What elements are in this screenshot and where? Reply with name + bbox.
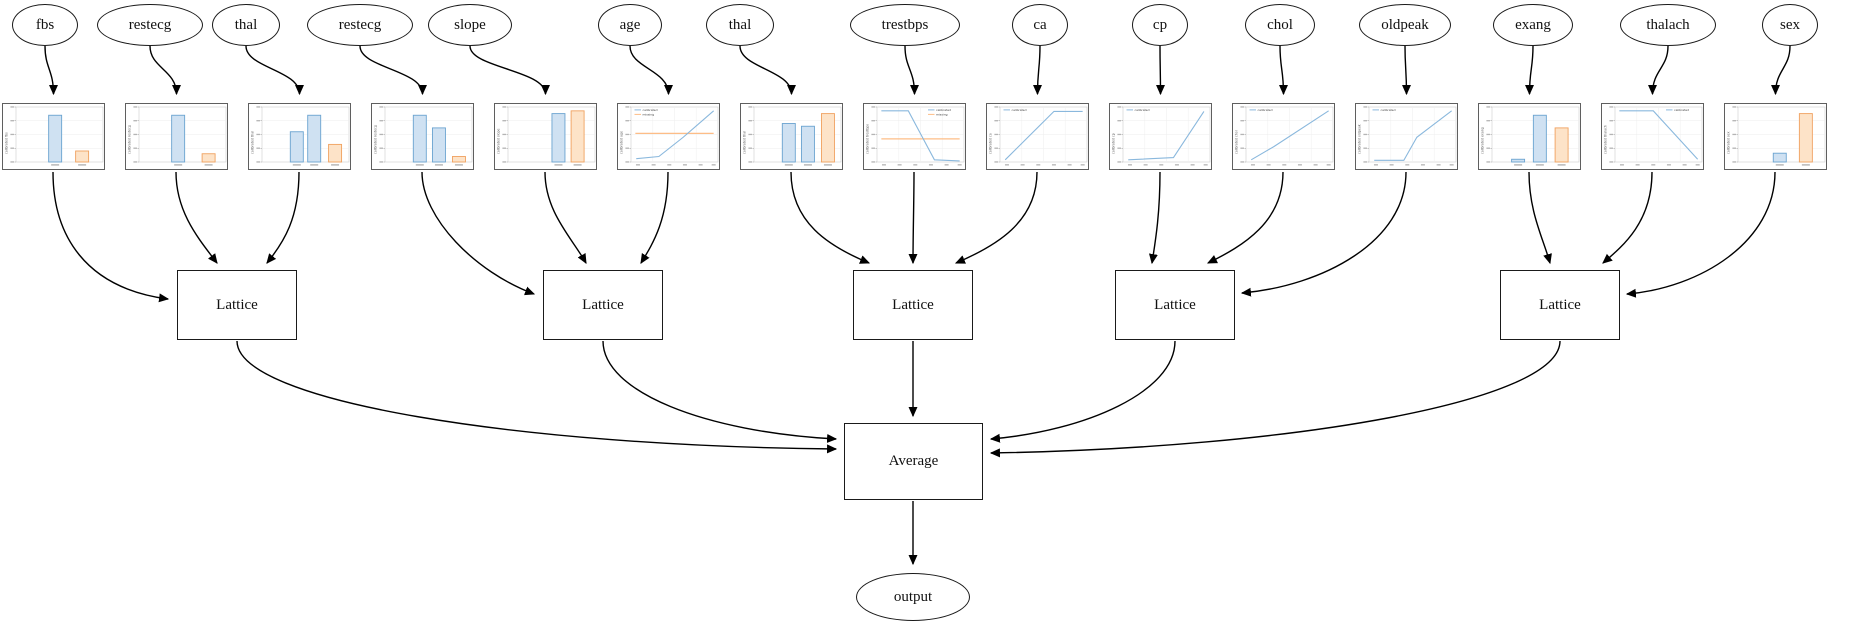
- edge-cp-to-calibrator: [1156, 45, 1165, 96]
- lattice-node-2: Lattice: [543, 270, 663, 340]
- svg-text:calibrated: calibrated: [643, 108, 658, 112]
- edge-chol-to-calibrator: [1279, 45, 1288, 96]
- edge-calibrator-restecg-to-lattice-1: [175, 171, 218, 264]
- feature-node-sex: sex: [1762, 4, 1818, 46]
- edge-lattice-4-to-average: [989, 340, 1176, 443]
- svg-text:calibrated thal: calibrated thal: [251, 131, 255, 154]
- edge-exang-to-calibrator: [1525, 45, 1534, 96]
- calibrator-plot-thalach: calibrated thalach calibrated: [1601, 103, 1704, 170]
- calibrator-plot-exang: calibrated exang: [1478, 103, 1581, 170]
- svg-text:calibrated: calibrated: [1135, 108, 1150, 112]
- edge-calibrator-fbs-to-lattice-1: [52, 171, 170, 303]
- feature-node-thalach: thalach: [1620, 4, 1716, 46]
- edge-calibrator-oldpeak-to-lattice-4: [1240, 171, 1407, 297]
- edge-lattice-2-to-average: [602, 340, 838, 443]
- feature-node-slope: slope: [428, 4, 512, 46]
- svg-text:calibrated chol: calibrated chol: [1235, 130, 1239, 154]
- svg-text:calibrated exang: calibrated exang: [1481, 127, 1485, 154]
- edge-ca-to-calibrator: [1033, 45, 1042, 96]
- feature-node-trestbps: trestbps: [850, 4, 960, 46]
- feature-node-restecg: restecg: [307, 4, 413, 46]
- edge-calibrator-cp-to-lattice-4: [1148, 171, 1161, 265]
- edge-restecg-to-calibrator: [359, 45, 427, 96]
- svg-text:calibrated restecg: calibrated restecg: [128, 125, 132, 154]
- svg-text:calibrated thalach: calibrated thalach: [1604, 125, 1608, 154]
- edge-calibrator-ca-to-lattice-3: [954, 171, 1038, 264]
- edge-calibrator-thal-to-lattice-1: [266, 171, 300, 264]
- edge-calibrator-age-to-lattice-2: [640, 171, 669, 264]
- feature-node-restecg: restecg: [97, 4, 203, 46]
- feature-node-chol: chol: [1245, 4, 1315, 46]
- edge-oldpeak-to-calibrator: [1402, 45, 1411, 96]
- calibrator-plot-slope: calibrated slope: [494, 103, 597, 170]
- edge-calibrator-restecg-to-lattice-2: [421, 171, 536, 296]
- feature-node-cp: cp: [1132, 4, 1188, 46]
- svg-text:calibrated trestbps: calibrated trestbps: [866, 124, 870, 154]
- lattice-node-4: Lattice: [1115, 270, 1235, 340]
- svg-text:calibrated thal: calibrated thal: [743, 131, 747, 154]
- edge-calibrator-exang-to-lattice-5: [1528, 171, 1552, 265]
- feature-node-ca: ca: [1012, 4, 1068, 46]
- calibrator-plot-sex: calibrated sex: [1724, 103, 1827, 170]
- feature-node-fbs: fbs: [12, 4, 78, 46]
- edge-restecg-to-calibrator: [149, 45, 181, 96]
- calibrator-plot-cp: calibrated cp calibrated: [1109, 103, 1212, 170]
- lattice-node-3: Lattice: [853, 270, 973, 340]
- svg-text:calibrated: calibrated: [1674, 108, 1689, 112]
- lattice-node-5: Lattice: [1500, 270, 1620, 340]
- lattice-node-1: Lattice: [177, 270, 297, 340]
- calibrator-plot-oldpeak: calibrated oldpeak calibrated: [1355, 103, 1458, 170]
- calibrator-plot-fbs: calibrated fbs: [2, 103, 105, 170]
- svg-text:calibrated oldpeak: calibrated oldpeak: [1358, 124, 1362, 154]
- edge-fbs-to-calibrator: [44, 45, 58, 96]
- edge-calibrator-trestbps-to-lattice-3: [908, 171, 918, 265]
- svg-text:calibrated slope: calibrated slope: [497, 128, 501, 154]
- calibrator-plot-restecg: calibrated restecg: [371, 103, 474, 170]
- edge-calibrator-chol-to-lattice-4: [1206, 171, 1284, 264]
- edge-thal-to-calibrator: [739, 45, 796, 96]
- svg-text:calibrated: calibrated: [1381, 108, 1396, 112]
- calibrator-plot-ca: calibrated ca calibrated: [986, 103, 1089, 170]
- svg-text:calibrated sex: calibrated sex: [1727, 131, 1731, 154]
- edge-calibrator-sex-to-lattice-5: [1625, 171, 1776, 298]
- feature-node-exang: exang: [1493, 4, 1573, 46]
- edge-calibrator-slope-to-lattice-2: [544, 171, 587, 264]
- svg-text:calibrated fbs: calibrated fbs: [5, 132, 9, 154]
- feature-node-thal: thal: [212, 4, 280, 46]
- edge-trestbps-to-calibrator: [904, 45, 919, 96]
- calibrator-plot-restecg: calibrated restecg: [125, 103, 228, 170]
- edge-thal-to-calibrator: [245, 45, 304, 96]
- svg-text:calibrated: calibrated: [1012, 108, 1027, 112]
- svg-text:missing: missing: [643, 113, 655, 117]
- svg-text:calibrated restecg: calibrated restecg: [374, 125, 378, 154]
- calibrator-plot-thal: calibrated thal: [248, 103, 351, 170]
- calibrator-plot-thal: calibrated thal: [740, 103, 843, 170]
- edge-slope-to-calibrator: [469, 45, 550, 96]
- edge-age-to-calibrator: [629, 45, 673, 96]
- output-node: output: [856, 573, 970, 621]
- feature-node-thal: thal: [706, 4, 774, 46]
- edge-thalach-to-calibrator: [1648, 45, 1669, 96]
- feature-node-oldpeak: oldpeak: [1359, 4, 1451, 46]
- svg-text:calibrated: calibrated: [936, 108, 951, 112]
- edge-lattice-1-to-average: [236, 340, 838, 454]
- svg-text:missing: missing: [936, 113, 948, 117]
- svg-text:calibrated cp: calibrated cp: [1112, 133, 1116, 154]
- svg-text:calibrated: calibrated: [1258, 108, 1273, 112]
- svg-text:calibrated age: calibrated age: [620, 131, 624, 154]
- feature-node-age: age: [598, 4, 662, 46]
- edge-calibrator-thalach-to-lattice-5: [1602, 171, 1653, 264]
- svg-text:calibrated ca: calibrated ca: [989, 133, 993, 154]
- edge-calibrator-thal-to-lattice-3: [790, 171, 871, 264]
- edge-lattice-5-to-average: [989, 340, 1561, 458]
- average-node: Average: [844, 423, 983, 500]
- calibrator-plot-chol: calibrated chol calibrated: [1232, 103, 1335, 170]
- edge-sex-to-calibrator: [1771, 45, 1791, 96]
